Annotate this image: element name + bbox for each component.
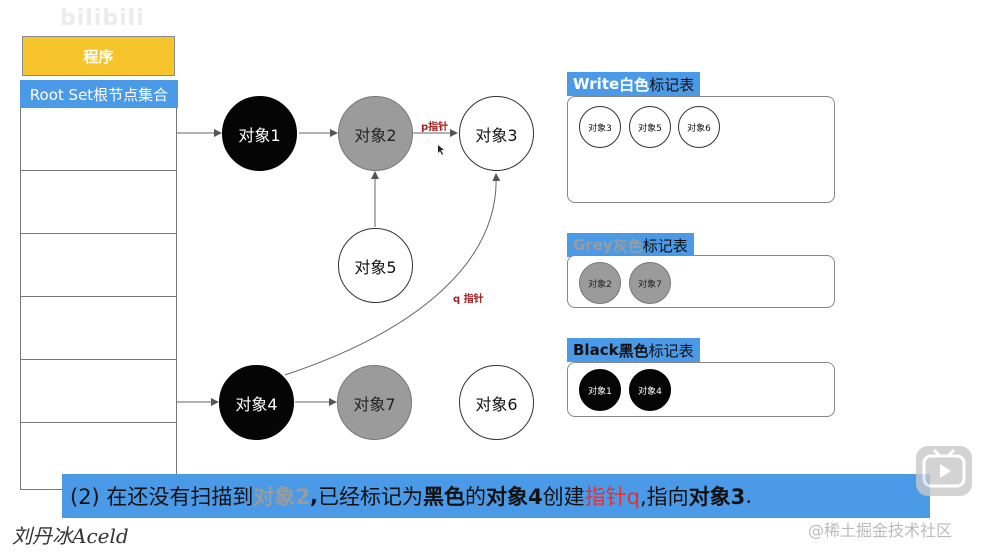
root-set-row xyxy=(21,297,176,360)
tv-play-icon xyxy=(916,446,972,496)
object-6: 对象6 xyxy=(459,365,534,440)
program-label: 程序 xyxy=(83,47,114,66)
caption-part: ,指向 xyxy=(640,485,689,509)
caption-part: 的 xyxy=(465,485,487,509)
object-3: 对象3 xyxy=(459,96,534,171)
white-table-suffix: 标记表 xyxy=(649,75,695,94)
edge-obj4-obj3-q xyxy=(284,173,501,376)
grey-table-color: 灰色 xyxy=(612,236,643,255)
caption-pointer-q: 指针q xyxy=(584,485,640,509)
caption-part: 创建 xyxy=(542,485,585,509)
juejin-watermark: @稀土掘金技术社区 xyxy=(808,521,953,540)
grey-table-suffix: 标记表 xyxy=(642,236,688,255)
caption-part: , xyxy=(310,484,319,508)
white-table-header: Write 白色标记表 xyxy=(567,72,701,96)
caption-object4: 对象4 xyxy=(486,485,543,509)
white-item-object-6: 对象6 xyxy=(678,106,720,148)
white-item-object-3: 对象3 xyxy=(579,106,621,148)
caption-part: (2) 在还没有扫描到 xyxy=(70,485,254,509)
grey-table-en: Grey xyxy=(573,236,613,254)
grey-table-header: Grey 灰色标记表 xyxy=(567,233,694,257)
black-table-suffix: 标记表 xyxy=(648,341,694,360)
caption-object3: 对象3 xyxy=(688,485,746,509)
object-4: 对象4 xyxy=(219,365,294,440)
p-pointer-label: p指针 xyxy=(421,122,449,133)
white-table-en: Write xyxy=(573,75,620,93)
root-set-row xyxy=(21,171,176,234)
root-set-label: Root Set根节点集合 xyxy=(20,80,178,108)
object-7: 对象7 xyxy=(337,365,412,440)
caption-black: 黑色 xyxy=(423,485,466,509)
black-table-en: Black xyxy=(573,341,619,359)
black-item-object-4: 对象4 xyxy=(629,369,671,411)
caption-part: . xyxy=(745,484,752,508)
author-signature: 刘丹冰Aceld xyxy=(12,524,129,548)
root-set-row xyxy=(21,234,176,297)
black-table-color: 黑色 xyxy=(618,341,649,360)
program-box: 程序 xyxy=(22,36,175,76)
root-set-row xyxy=(21,360,176,423)
object-5: 对象5 xyxy=(338,228,413,303)
caption-part: 已经标记为 xyxy=(318,485,424,509)
grey-item-object-7: 对象7 xyxy=(629,262,671,304)
grey-item-object-2: 对象2 xyxy=(579,262,621,304)
white-item-object-5: 对象5 xyxy=(629,106,671,148)
caption-object2: 对象2 xyxy=(253,485,311,509)
white-table-color: 白色 xyxy=(619,75,650,94)
black-item-object-1: 对象1 xyxy=(579,369,621,411)
object-1: 对象1 xyxy=(222,96,297,171)
black-table-header: Black 黑色标记表 xyxy=(567,338,700,362)
q-pointer-label: q 指针 xyxy=(453,294,484,305)
bilibili-logo: bilibili xyxy=(60,6,145,31)
mouse-cursor-icon xyxy=(438,145,444,155)
root-set-column xyxy=(20,108,177,490)
root-set-row xyxy=(21,108,176,171)
object-2: 对象2 xyxy=(338,96,413,171)
